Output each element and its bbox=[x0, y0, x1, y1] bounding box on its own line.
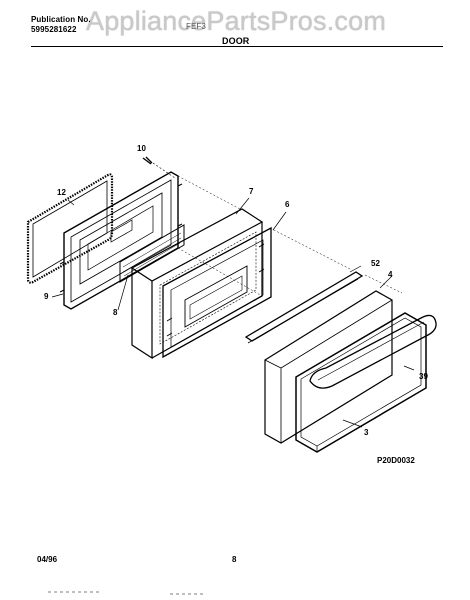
door-handle-part-39 bbox=[309, 314, 437, 389]
outer-glass-part-4 bbox=[264, 290, 393, 444]
callout-6: 6 bbox=[285, 200, 290, 209]
header-rule bbox=[31, 46, 443, 47]
screw-part-10 bbox=[142, 156, 176, 179]
page-number: 8 bbox=[232, 555, 237, 564]
outer-door-frame-part-3 bbox=[295, 312, 427, 453]
callout-8: 8 bbox=[113, 308, 118, 317]
watermark-logo: AppliancePartsPros.com bbox=[86, 6, 387, 36]
callout-39: 39 bbox=[419, 372, 428, 381]
model-number: FEF3 bbox=[186, 22, 206, 31]
callout-7: 7 bbox=[249, 187, 254, 196]
footer-date: 04/96 bbox=[37, 555, 58, 564]
diagram-code: P20D0032 bbox=[377, 456, 415, 465]
door-glass-part-8 bbox=[119, 224, 185, 283]
callout-3: 3 bbox=[364, 428, 369, 437]
callout-10: 10 bbox=[137, 144, 146, 153]
callout-52: 52 bbox=[371, 259, 380, 268]
callout-9: 9 bbox=[44, 292, 49, 301]
section-title: DOOR bbox=[222, 36, 250, 46]
door-panel-part-6 bbox=[162, 226, 272, 359]
callout-12: 12 bbox=[57, 188, 66, 197]
publication-label: Publication No. bbox=[31, 15, 91, 24]
callout-4: 4 bbox=[388, 270, 393, 279]
door-trim-part-52 bbox=[244, 271, 364, 344]
publication-number: 5995281622 bbox=[31, 25, 77, 34]
